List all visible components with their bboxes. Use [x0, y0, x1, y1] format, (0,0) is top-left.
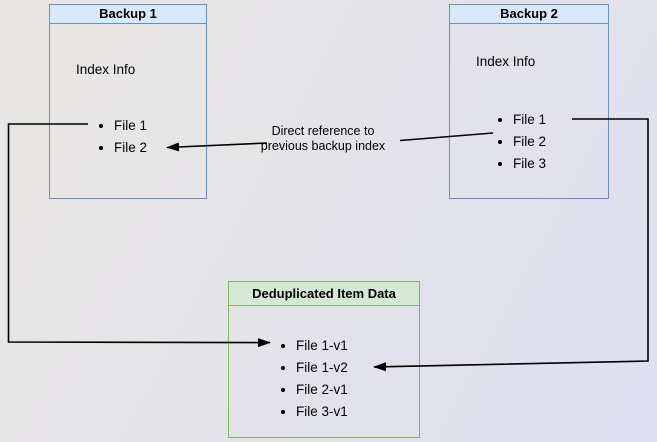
backup2-index-info-label: Index Info: [476, 54, 536, 69]
backup1-index-info-label: Index Info: [76, 62, 136, 77]
dedup-header: Deduplicated Item Data: [229, 282, 419, 306]
list-item: File 1-v2: [296, 357, 348, 379]
list-item: File 1: [114, 115, 147, 137]
backup2-header: Backup 2: [450, 5, 608, 24]
backup1-node: Backup 1 Index Info File 1File 2: [49, 4, 207, 199]
list-item: File 2: [114, 137, 147, 159]
list-item: File 1-v1: [296, 335, 348, 357]
backup2-file-list: File 1File 2File 3: [450, 109, 546, 175]
list-item: File 1: [513, 109, 546, 131]
backup2-node: Backup 2 Index Info File 1File 2File 3: [449, 4, 609, 199]
list-item: File 3-v1: [296, 401, 348, 423]
dedup-item-list: File 1-v1File 1-v2File 2-v1File 3-v1: [229, 335, 348, 423]
direct-reference-annotation: Direct reference to previous backup inde…: [260, 124, 386, 153]
backup1-title: Backup 1: [99, 6, 157, 21]
list-item: File 3: [513, 153, 546, 175]
backup1-header: Backup 1: [50, 5, 206, 24]
list-item: File 2: [513, 131, 546, 153]
backup1-file-list: File 1File 2: [50, 115, 147, 159]
dedup-node: Deduplicated Item Data File 1-v1File 1-v…: [228, 281, 420, 438]
dedup-title: Deduplicated Item Data: [252, 286, 396, 301]
backup2-title: Backup 2: [500, 6, 558, 21]
list-item: File 2-v1: [296, 379, 348, 401]
